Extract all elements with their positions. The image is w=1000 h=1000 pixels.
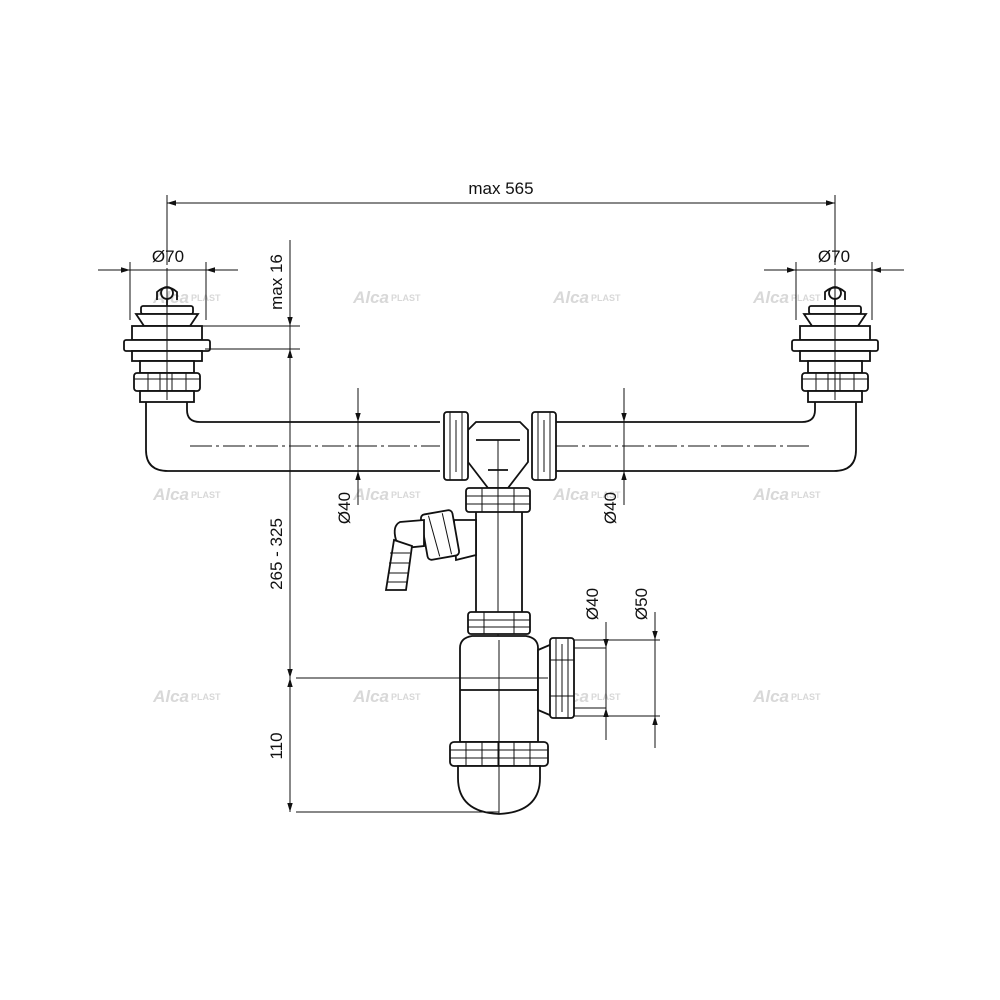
brand-watermark-suffix: PLAST <box>391 293 421 303</box>
horizontal-pipe <box>145 392 857 472</box>
brand-watermark: Alca <box>352 687 389 706</box>
brand-watermark-suffix: PLAST <box>391 490 421 500</box>
tee-connector <box>443 411 557 640</box>
dimension-lines <box>98 195 904 812</box>
brand-watermark: Alca <box>352 485 389 504</box>
dim-stopper-height: max 16 <box>267 254 286 310</box>
brand-watermark: Alca <box>352 288 389 307</box>
dim-outlet-inner: Ø40 <box>583 588 602 620</box>
dim-right-pipe: Ø40 <box>601 492 620 524</box>
dim-left-pipe: Ø40 <box>335 492 354 524</box>
dim-overall-height: 265 - 325 <box>267 518 286 590</box>
brand-watermark-suffix: PLAST <box>191 490 221 500</box>
vertical-pipe <box>467 512 531 635</box>
brand-watermark-suffix: PLAST <box>791 490 821 500</box>
dim-siphon-height: 110 <box>267 732 286 759</box>
brand-watermark: Alca <box>152 687 189 706</box>
brand-watermark-suffix: PLAST <box>391 692 421 702</box>
brand-watermark: Alca <box>152 485 189 504</box>
siphon-bottle <box>296 635 606 815</box>
hose-connector <box>384 509 477 591</box>
brand-watermark-suffix: PLAST <box>791 293 821 303</box>
brand-watermark: Alca <box>752 485 789 504</box>
brand-watermark-suffix: PLAST <box>591 490 621 500</box>
brand-watermark-suffix: PLAST <box>791 692 821 702</box>
brand-watermark-suffix: PLAST <box>191 692 221 702</box>
left-drain-assembly <box>123 268 211 403</box>
dimension-labels: max 565 Ø70 Ø70 max 16 265 - 325 110 Ø40… <box>152 179 850 760</box>
dim-left-flange: Ø70 <box>152 247 184 266</box>
brand-watermark: Alca <box>752 288 789 307</box>
dim-outlet-outer: Ø50 <box>632 588 651 620</box>
brand-watermark: Alca <box>552 485 589 504</box>
brand-watermark: Alca <box>552 288 589 307</box>
brand-watermark-suffix: PLAST <box>591 293 621 303</box>
dim-total-width: max 565 <box>468 179 533 198</box>
dim-right-flange: Ø70 <box>818 247 850 266</box>
brand-watermark: Alca <box>752 687 789 706</box>
right-drain-assembly <box>791 268 879 403</box>
